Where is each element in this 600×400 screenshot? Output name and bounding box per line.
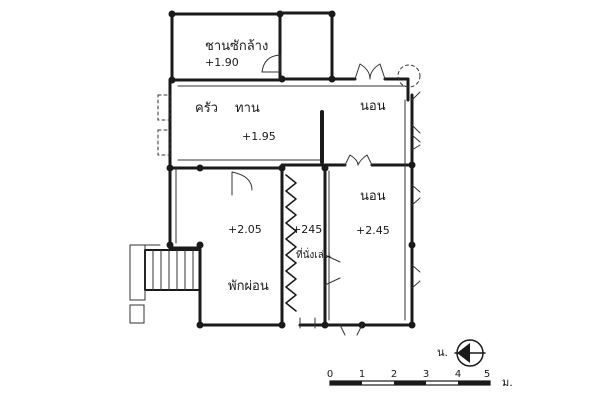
washing-area-level: +1.90 — [205, 56, 239, 69]
kitchen-left-wall — [168, 78, 284, 170]
east-window — [411, 91, 421, 134]
scale-tick: 2 — [391, 369, 397, 380]
upper-top-right-wall — [383, 77, 410, 102]
scale-tick: 5 — [484, 369, 490, 380]
corridor-bedroom-door — [324, 254, 341, 286]
folding-screen — [285, 174, 297, 312]
post — [328, 75, 336, 83]
post — [196, 241, 204, 249]
east-window — [411, 134, 421, 151]
post — [168, 10, 176, 18]
living-label: พักผ่อน — [228, 279, 269, 294]
post — [278, 164, 286, 172]
bedroom-bottom-label: นอน — [360, 189, 386, 204]
bedroom-top-label: นอน — [360, 99, 386, 114]
bedroom-bottom-level: +2.45 — [356, 224, 390, 237]
post — [321, 164, 329, 172]
east-window — [411, 184, 421, 206]
scale-bar-segment — [394, 381, 426, 385]
top-double-door — [354, 63, 386, 80]
post — [408, 241, 416, 249]
scale-tick: 1 — [359, 369, 365, 380]
inner-partitions — [175, 85, 406, 321]
post — [408, 161, 416, 169]
post — [196, 164, 204, 172]
post — [278, 75, 286, 83]
post — [168, 76, 176, 84]
north-arrow: น. — [437, 339, 486, 367]
stair-base-block — [129, 304, 145, 324]
kitchen-level: +1.95 — [242, 130, 276, 143]
living-door — [231, 171, 253, 196]
bedroom-top-double-door — [344, 154, 373, 166]
corner-column-outline — [397, 64, 421, 88]
scale-tick: 4 — [455, 369, 461, 380]
corridor-step — [299, 317, 316, 329]
walls — [168, 11, 414, 327]
washing-door — [261, 54, 281, 73]
storage-room-wall — [278, 11, 334, 81]
corridor-level: +245 — [292, 223, 322, 236]
living-level: +2.05 — [228, 223, 262, 236]
scale-tick: 3 — [423, 369, 429, 380]
post — [278, 321, 286, 329]
north-arrowhead — [457, 343, 470, 363]
doors — [231, 54, 421, 336]
north-label: น. — [437, 346, 448, 359]
post — [408, 321, 416, 329]
scale-unit: ม. — [502, 376, 513, 389]
washing-area-label: ชานซักล้าง — [205, 39, 268, 54]
scale-bar: 0 1 2 3 4 5 ม. — [327, 369, 513, 389]
scale-bar-segment — [330, 381, 362, 385]
post — [276, 10, 284, 18]
post — [328, 10, 336, 18]
kitchen-label: ครัว — [195, 101, 218, 116]
dining-label: ทาน — [235, 101, 260, 116]
scale-bar-segment — [458, 381, 490, 385]
entry-stairs — [129, 244, 201, 324]
corridor-note: ที่นั่งเล่น — [296, 247, 331, 261]
washing-door-swing — [261, 54, 281, 73]
post — [166, 241, 174, 249]
posts — [166, 10, 416, 329]
post — [166, 164, 174, 172]
post — [321, 321, 329, 329]
bottom-double-door — [339, 324, 363, 336]
east-window — [411, 264, 421, 289]
kitchen-west-opening — [157, 94, 171, 156]
scale-tick: 0 — [327, 369, 333, 380]
post — [196, 321, 204, 329]
